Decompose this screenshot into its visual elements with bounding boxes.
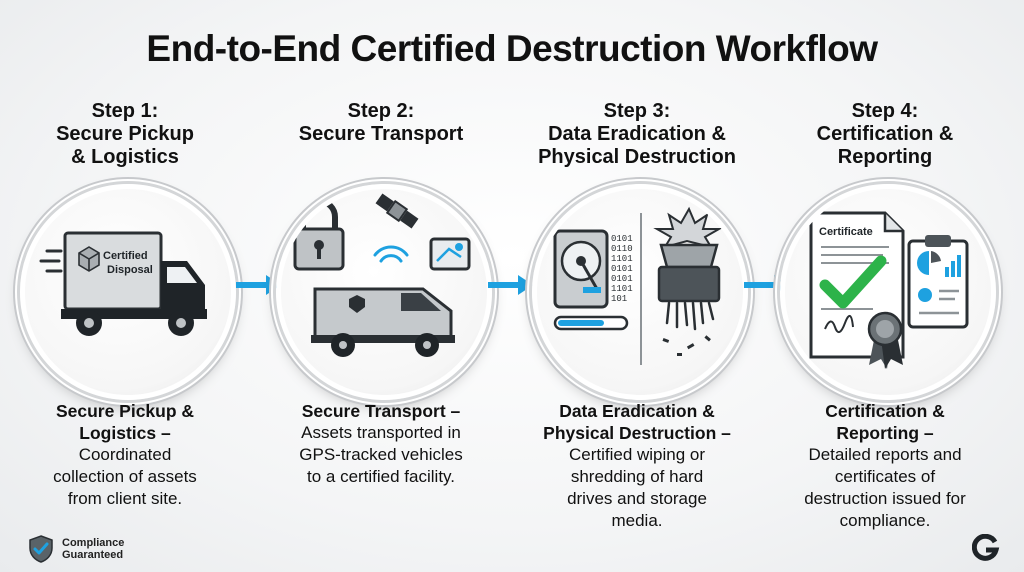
step-4-desc-line: compliance.	[839, 511, 931, 530]
step-3-desc-line: media.	[611, 511, 663, 530]
step-4-desc-line: certificates of	[834, 467, 936, 486]
step-1-heading-line: & Logistics	[71, 146, 179, 168]
truck-label-line-1: Certified	[103, 250, 148, 262]
step-2-illustration	[276, 184, 492, 400]
step-3-description: Data Eradication & Physical Destruction …	[512, 400, 762, 532]
checkmark-icon	[819, 255, 887, 309]
certificate-label: Certificate	[819, 226, 873, 238]
step-1-desc-line: collection of assets	[53, 467, 197, 486]
step-3-heading: Step 3: Data Eradication & Physical Dest…	[512, 100, 762, 169]
step-3-heading-line: Data Eradication &	[548, 123, 726, 145]
step-1-desc-title: Secure Pickup &	[55, 401, 195, 421]
seal-icon	[867, 311, 903, 369]
step-3-illustration: 0101 0110 1101 0101 0101 1101 101	[532, 184, 748, 400]
binary-text: 1101	[611, 254, 633, 264]
step-4: Step 4: Certification & Reporting Certif…	[760, 0, 1010, 572]
step-1: Step 1: Secure Pickup & Logistics	[0, 0, 250, 572]
step-2-heading-line: Secure Transport	[298, 123, 464, 145]
step-3-desc-line: shredding of hard	[570, 467, 704, 486]
step-3-desc-title: Data Eradication &	[559, 401, 715, 421]
step-3-desc-line: Certified wiping or	[568, 445, 706, 464]
step-1-description: Secure Pickup & Logistics – Coordinated …	[0, 400, 250, 510]
step-4-description: Certification & Reporting – Detailed rep…	[760, 400, 1010, 532]
badge-line: Compliance	[62, 537, 125, 549]
page-title: End-to-End Certified Destruction Workflo…	[146, 28, 878, 69]
step-1-desc-title: Logistics –	[79, 423, 171, 443]
badge-line: Guaranteed	[62, 549, 124, 561]
truck-icon: Certified Disposal	[39, 231, 207, 336]
wipe-progress-bar	[553, 315, 629, 331]
step-1-heading-line: Secure Pickup	[56, 123, 194, 145]
shredder-icon	[653, 206, 723, 356]
compliance-badge: Compliance Guaranteed	[28, 535, 124, 563]
step-4-illustration: Certificate	[780, 184, 996, 400]
step-2: Step 2: Secure Transport	[256, 0, 506, 572]
satellite-icon	[375, 193, 419, 229]
arrow-right-icon	[488, 275, 533, 295]
binary-text: 0101	[611, 274, 633, 284]
armored-van-icon	[311, 287, 455, 357]
step-3-number: Step 3:	[603, 100, 671, 122]
box-icon	[78, 246, 100, 272]
truck-label-line-2: Disposal	[107, 264, 153, 276]
step-2-desc-line: GPS-tracked vehicles	[299, 445, 463, 464]
step-1-desc-line: from client site.	[67, 489, 183, 508]
step-4-heading: Step 4: Certification & Reporting	[760, 100, 1010, 169]
padlock-icon	[293, 198, 345, 271]
step-1-heading: Step 1: Secure Pickup & Logistics	[0, 100, 250, 169]
shield-check-icon	[29, 535, 53, 563]
step-1-number: Step 1:	[91, 100, 159, 122]
step-2-heading: Step 2: Secure Transport	[256, 100, 506, 146]
clipboard-report-icon	[907, 235, 969, 329]
step-2-desc-line: to a certified facility.	[306, 467, 456, 486]
step-4-desc-title: Reporting –	[836, 423, 934, 443]
binary-text: 1101	[611, 284, 633, 294]
step-2-number: Step 2:	[347, 100, 415, 122]
step-3-desc-line: drives and storage	[567, 489, 707, 508]
step-1-desc-line: Coordinated	[78, 445, 172, 464]
step-2-description: Secure Transport – Assets transported in…	[256, 400, 506, 488]
arrow-right-icon	[744, 275, 789, 295]
step-2-desc-title: Secure Transport –	[301, 401, 461, 421]
step-3: Step 3: Data Eradication & Physical Dest…	[512, 0, 762, 572]
hard-drive-icon	[553, 229, 609, 309]
g-logo-icon	[972, 534, 1000, 561]
binary-text: 0101	[611, 264, 633, 274]
map-pin-icon	[429, 237, 471, 271]
step-3-heading-line: Physical Destruction	[538, 146, 736, 168]
step-4-number: Step 4:	[851, 100, 919, 122]
step-4-desc-line: Detailed reports and	[808, 445, 962, 464]
step-4-desc-line: destruction issued for	[804, 489, 966, 508]
binary-text: 0101	[611, 234, 633, 244]
step-4-heading-line: Certification &	[816, 123, 954, 145]
binary-text: 0110	[611, 244, 633, 254]
arrow-right-icon	[236, 275, 281, 295]
step-2-desc-line: Assets transported in	[301, 423, 461, 442]
binary-text: 101	[611, 294, 627, 304]
step-4-heading-line: Reporting	[837, 146, 933, 168]
step-4-desc-title: Certification &	[825, 401, 945, 421]
step-3-desc-title: Physical Destruction –	[543, 423, 731, 443]
step-1-illustration: Certified Disposal	[20, 184, 236, 400]
